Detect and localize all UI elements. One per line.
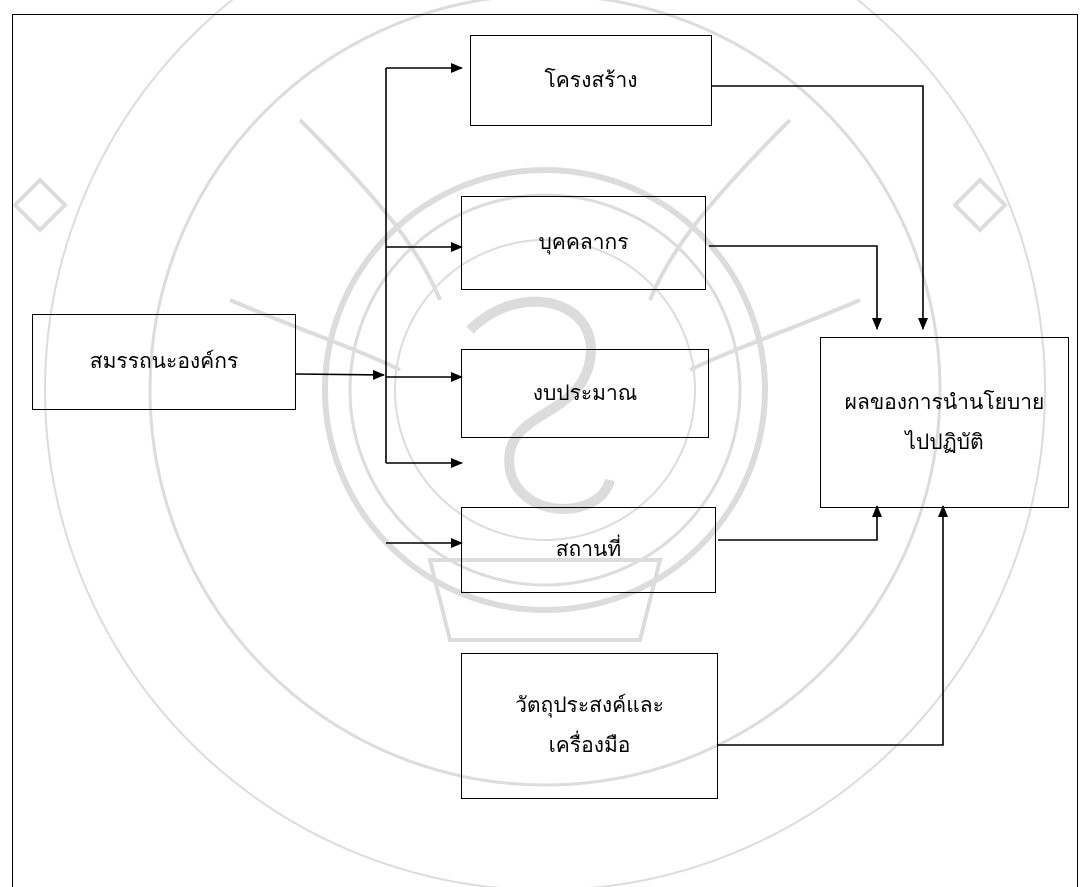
personnel-box-label: บุคคลากร bbox=[538, 230, 629, 255]
place-box: สถานที่ bbox=[461, 507, 716, 593]
place-box-label: สถานที่ bbox=[555, 537, 622, 562]
personnel-box: บุคคลากร bbox=[461, 196, 706, 290]
arrow-structure-to-result bbox=[711, 85, 928, 330]
source-box-label: สมรรถนะองค์กร bbox=[89, 349, 239, 374]
arrow-objectives-to-result bbox=[718, 505, 948, 746]
objectives-box: วัตถุประสงค์และ เครื่องมือ bbox=[461, 653, 718, 799]
result-box-line1: ผลของการนำนโยบาย bbox=[844, 389, 1045, 414]
arrow-place-to-result bbox=[718, 505, 882, 541]
budget-box-label: งบประมาณ bbox=[532, 380, 638, 405]
arrow-source-to-trunk bbox=[295, 369, 385, 380]
source-box: สมรรถนะองค์กร bbox=[32, 314, 296, 410]
budget-box: งบประมาณ bbox=[461, 349, 709, 438]
diagram-frame bbox=[12, 14, 1078, 887]
structure-box-label: โครงสร้าง bbox=[544, 67, 638, 92]
structure-box: โครงสร้าง bbox=[470, 35, 712, 126]
arrow-personnel-to-result bbox=[709, 245, 882, 330]
objectives-box-line2: เครื่องมือ bbox=[548, 733, 631, 757]
objectives-box-line1: วัตถุประสงค์และ bbox=[515, 693, 664, 718]
result-box: ผลของการนำนโยบาย ไปปฏิบัติ bbox=[820, 337, 1069, 508]
result-box-line2: ไปปฏิบัติ bbox=[905, 429, 984, 454]
